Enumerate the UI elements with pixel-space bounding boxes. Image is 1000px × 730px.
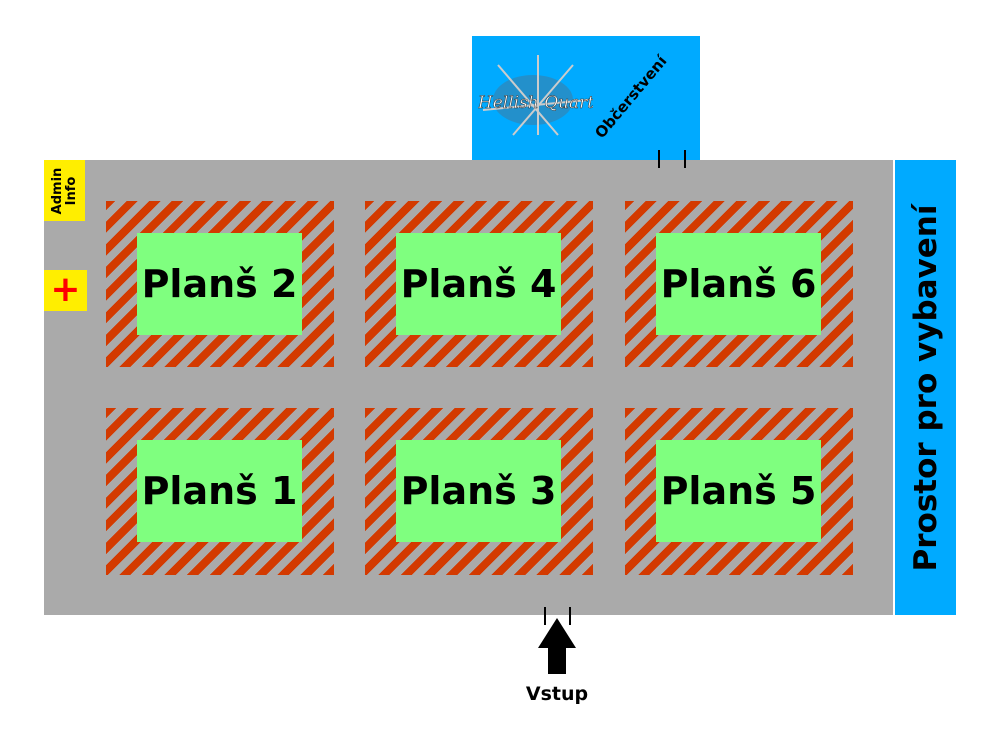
arena-5: Planš 5 bbox=[625, 408, 853, 575]
arena-label: Planš 4 bbox=[396, 233, 561, 335]
arena-6: Planš 6 bbox=[625, 201, 853, 367]
arena-4: Planš 4 bbox=[365, 201, 593, 367]
equipment-label: Prostor pro vybavení bbox=[907, 204, 944, 571]
arena-label: Planš 6 bbox=[656, 233, 821, 335]
arena-label: Planš 2 bbox=[137, 233, 302, 335]
entrance-arrow-icon bbox=[538, 618, 576, 674]
arena-label: Planš 3 bbox=[396, 440, 561, 542]
entrance-label: Vstup bbox=[525, 683, 589, 705]
refreshments-area: Hellish Quart Občerstvení bbox=[472, 36, 700, 160]
svg-text:Hellish Quart: Hellish Quart bbox=[478, 93, 593, 113]
arena-label: Planš 1 bbox=[137, 440, 302, 542]
door-mark bbox=[569, 607, 571, 625]
arena-label: Planš 5 bbox=[656, 440, 821, 542]
first-aid-icon: + bbox=[44, 270, 87, 311]
door-mark bbox=[684, 150, 686, 168]
arena-2: Planš 2 bbox=[106, 201, 334, 367]
hellish-quart-logo: Hellish Quart bbox=[478, 55, 593, 136]
equipment-area: Prostor pro vybavení bbox=[895, 160, 956, 615]
door-mark bbox=[658, 150, 660, 168]
arena-3: Planš 3 bbox=[365, 408, 593, 575]
refreshments-label: Občerstvení bbox=[591, 52, 671, 142]
arena-1: Planš 1 bbox=[106, 408, 334, 575]
door-mark bbox=[544, 607, 546, 625]
